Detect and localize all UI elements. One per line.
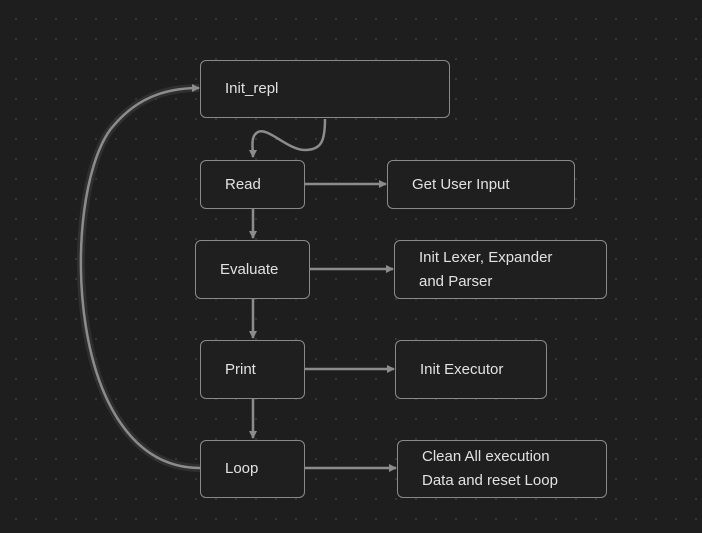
node-init-lexer-label: Init Lexer, Expander and Parser xyxy=(419,248,553,290)
node-init-repl[interactable]: Init_repl xyxy=(200,60,450,118)
node-loop-label: Loop xyxy=(225,460,259,477)
node-init-executor-label: Init Executor xyxy=(420,360,504,378)
node-read[interactable]: Read xyxy=(200,160,305,209)
node-print[interactable]: Print xyxy=(200,340,305,399)
node-print-label: Print xyxy=(225,360,256,378)
node-get-user-input-label: Get User Input xyxy=(412,175,510,193)
node-clean-all-label: Clean All execution Data and reset Loop xyxy=(422,448,558,489)
node-loop[interactable]: Loop xyxy=(200,440,305,498)
edge-loop-back-glow xyxy=(76,84,201,472)
node-read-label: Read xyxy=(225,175,261,193)
edge-init-repl-to-read xyxy=(248,118,327,158)
node-clean-all[interactable]: Clean All execution Data and reset Loop xyxy=(397,440,607,498)
node-evaluate-label: Evaluate xyxy=(220,260,279,278)
edge-loop-to-init-repl xyxy=(79,84,201,470)
node-init-lexer[interactable]: Init Lexer, Expander and Parser xyxy=(394,240,607,299)
node-init-executor[interactable]: Init Executor xyxy=(395,340,547,399)
node-get-user-input[interactable]: Get User Input xyxy=(387,160,575,209)
node-init-repl-label: Init_repl xyxy=(225,80,279,97)
node-evaluate[interactable]: Evaluate xyxy=(195,240,310,299)
